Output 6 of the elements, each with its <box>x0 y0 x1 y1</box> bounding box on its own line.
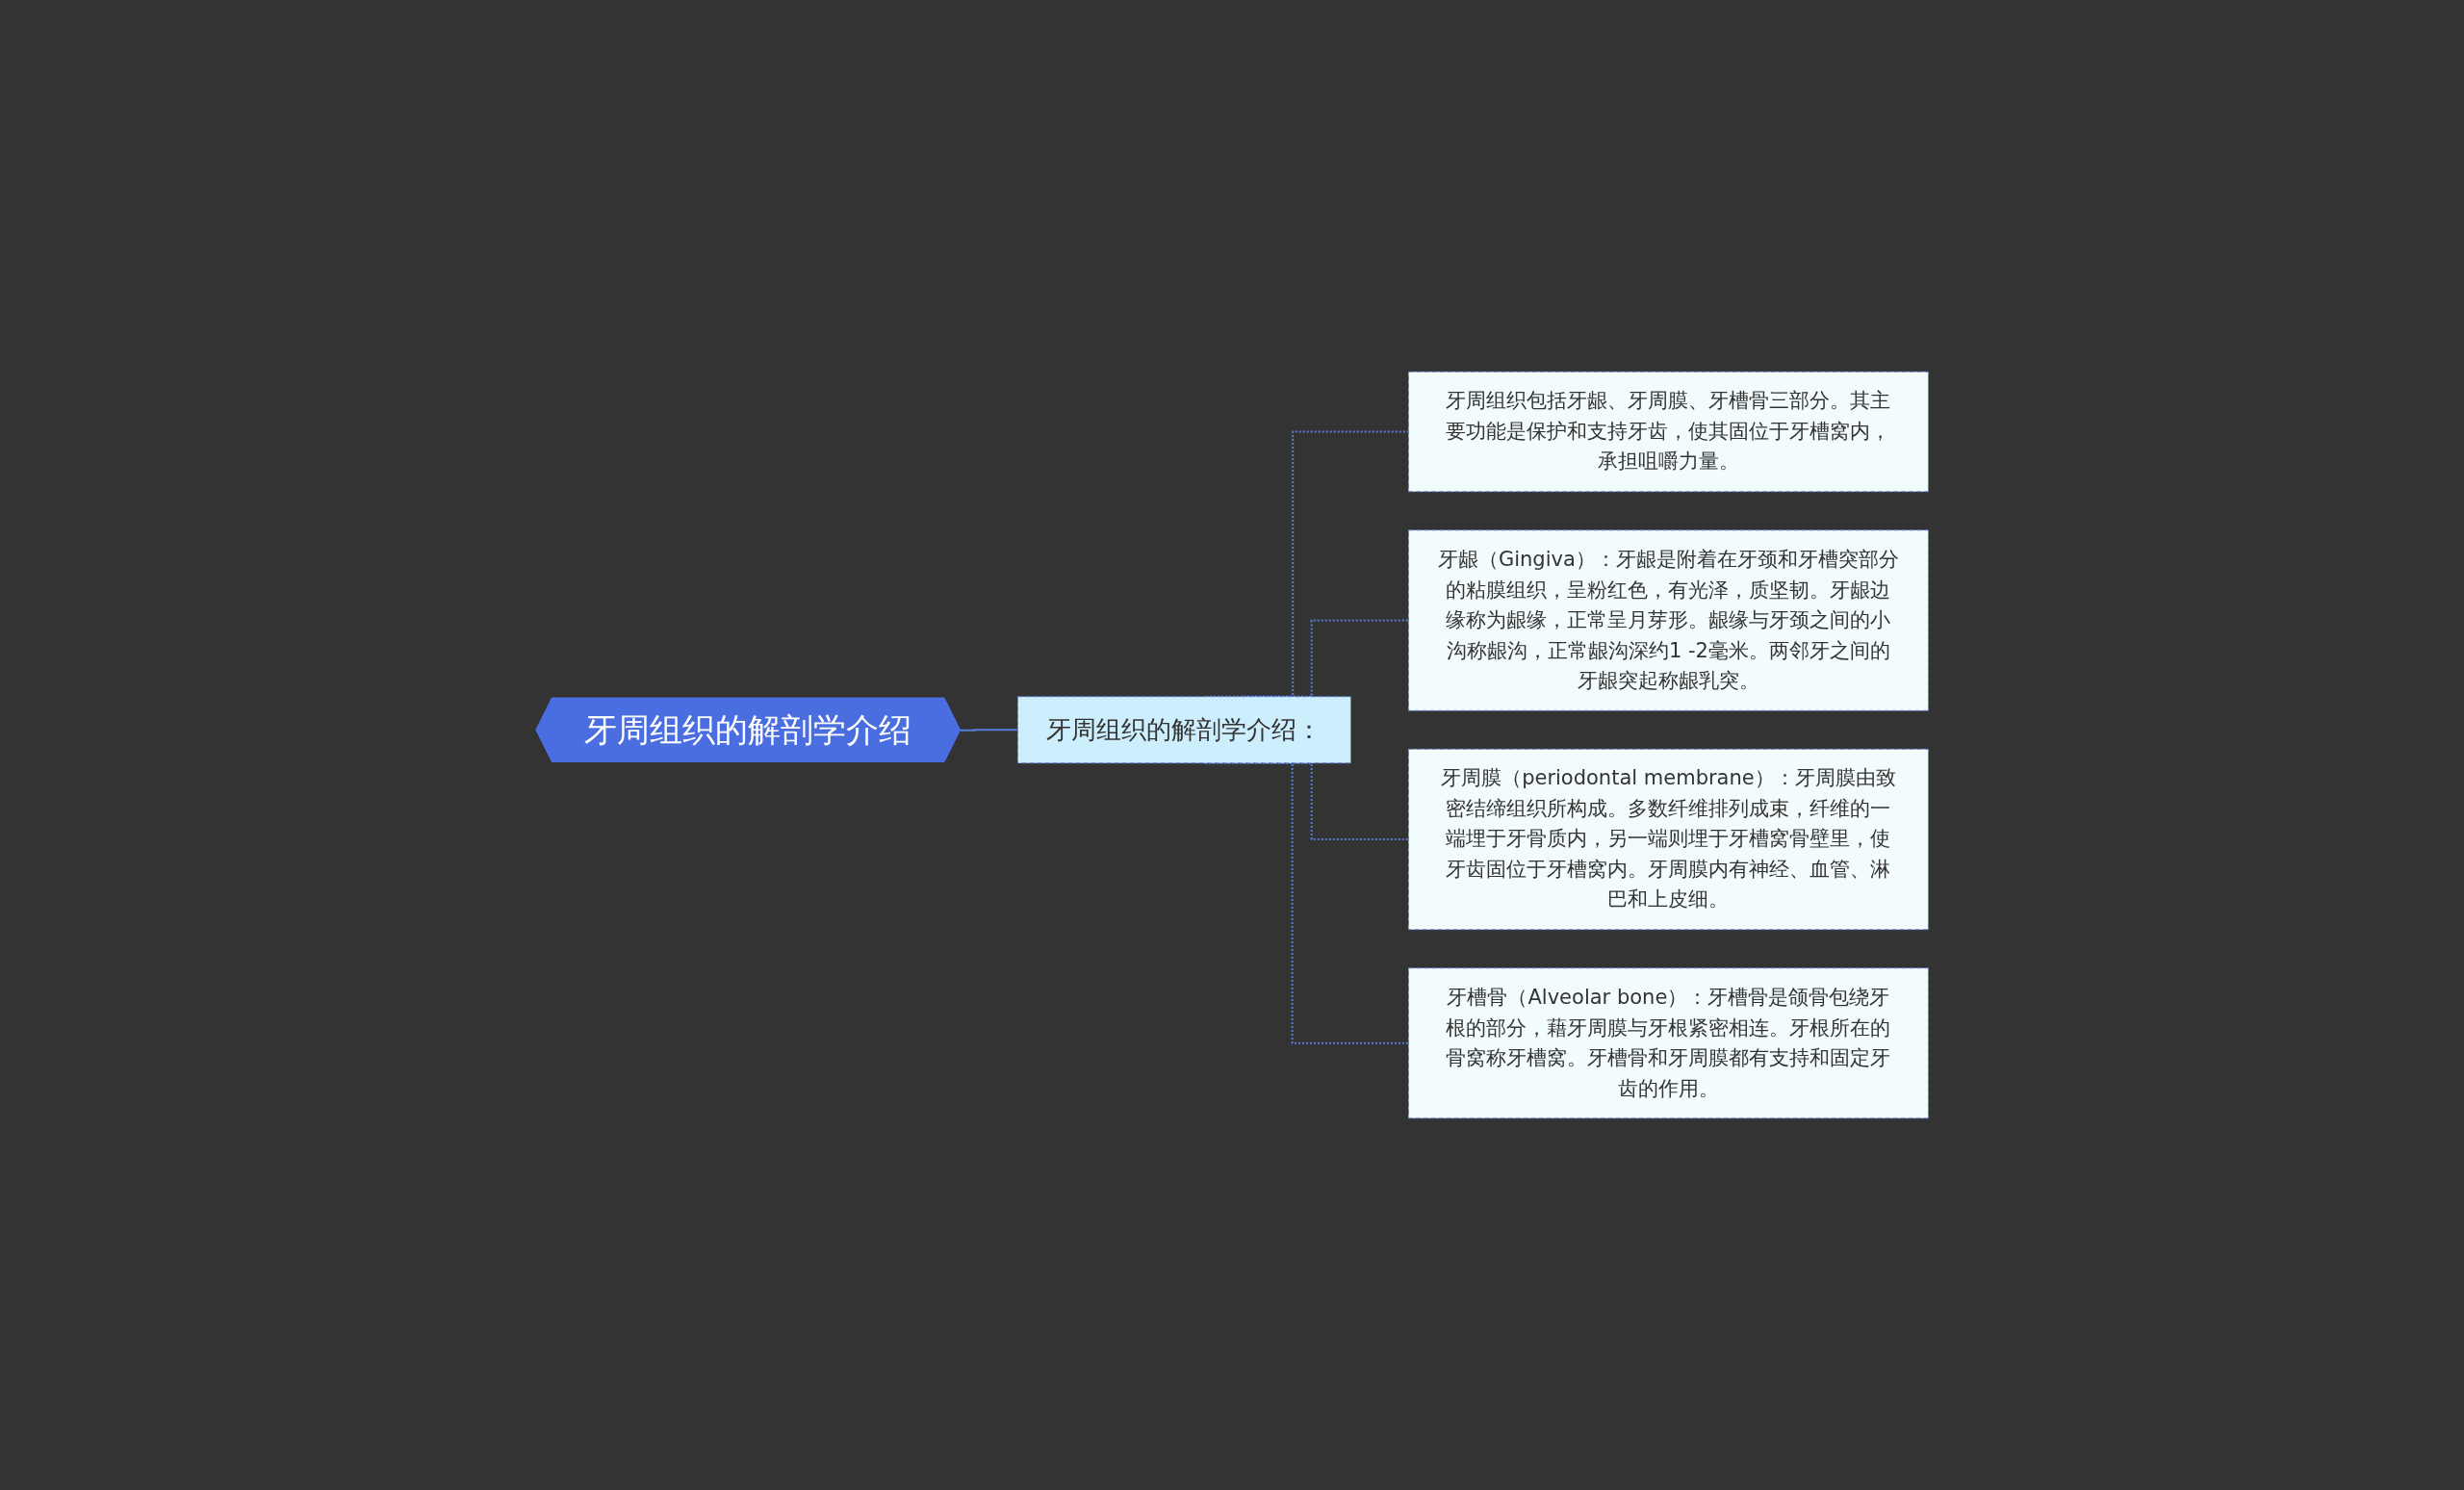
node-box: 牙槽骨（Alveolar bone）：牙槽骨是颌骨包绕牙根的部分，藉牙周膜与牙根紧密相连。牙根所在的骨窝称牙槽窝。牙槽骨和牙周膜都有支持和固定牙齿的作用。 <box>1407 967 1929 1119</box>
node-box: 牙周膜（periodontal membrane）：牙周膜由致密结缔组织所构成。多数纤维排列成束，纤维的一端埋于牙骨质内，另一端则埋于牙槽窝骨壁里，使牙齿固位于牙槽窝内。牙周膜内有神经、血管、淋巴和上皮细。 <box>1407 748 1929 931</box>
node-box: 牙龈（Gingiva）：牙龈是附着在牙颈和牙槽突部分的粘膜组织，呈粉红色，有光泽，质坚韧。牙龈边缘称为龈缘，正常呈月芽形。龈缘与牙颈之间的小沟称龈沟，正常龈沟深约1 -2毫米。两邻牙之间的牙龈突起称龈乳突。 <box>1407 529 1929 711</box>
node-box: 牙周组织包括牙龈、牙周膜、牙槽骨三部分。其主要功能是保护和支持牙齿，使其固位于牙槽窝内，承担咀嚼力量。 <box>1407 371 1929 493</box>
node-box: 牙周组织的解剖学介绍： <box>1016 696 1351 764</box>
connector <box>959 729 1019 732</box>
